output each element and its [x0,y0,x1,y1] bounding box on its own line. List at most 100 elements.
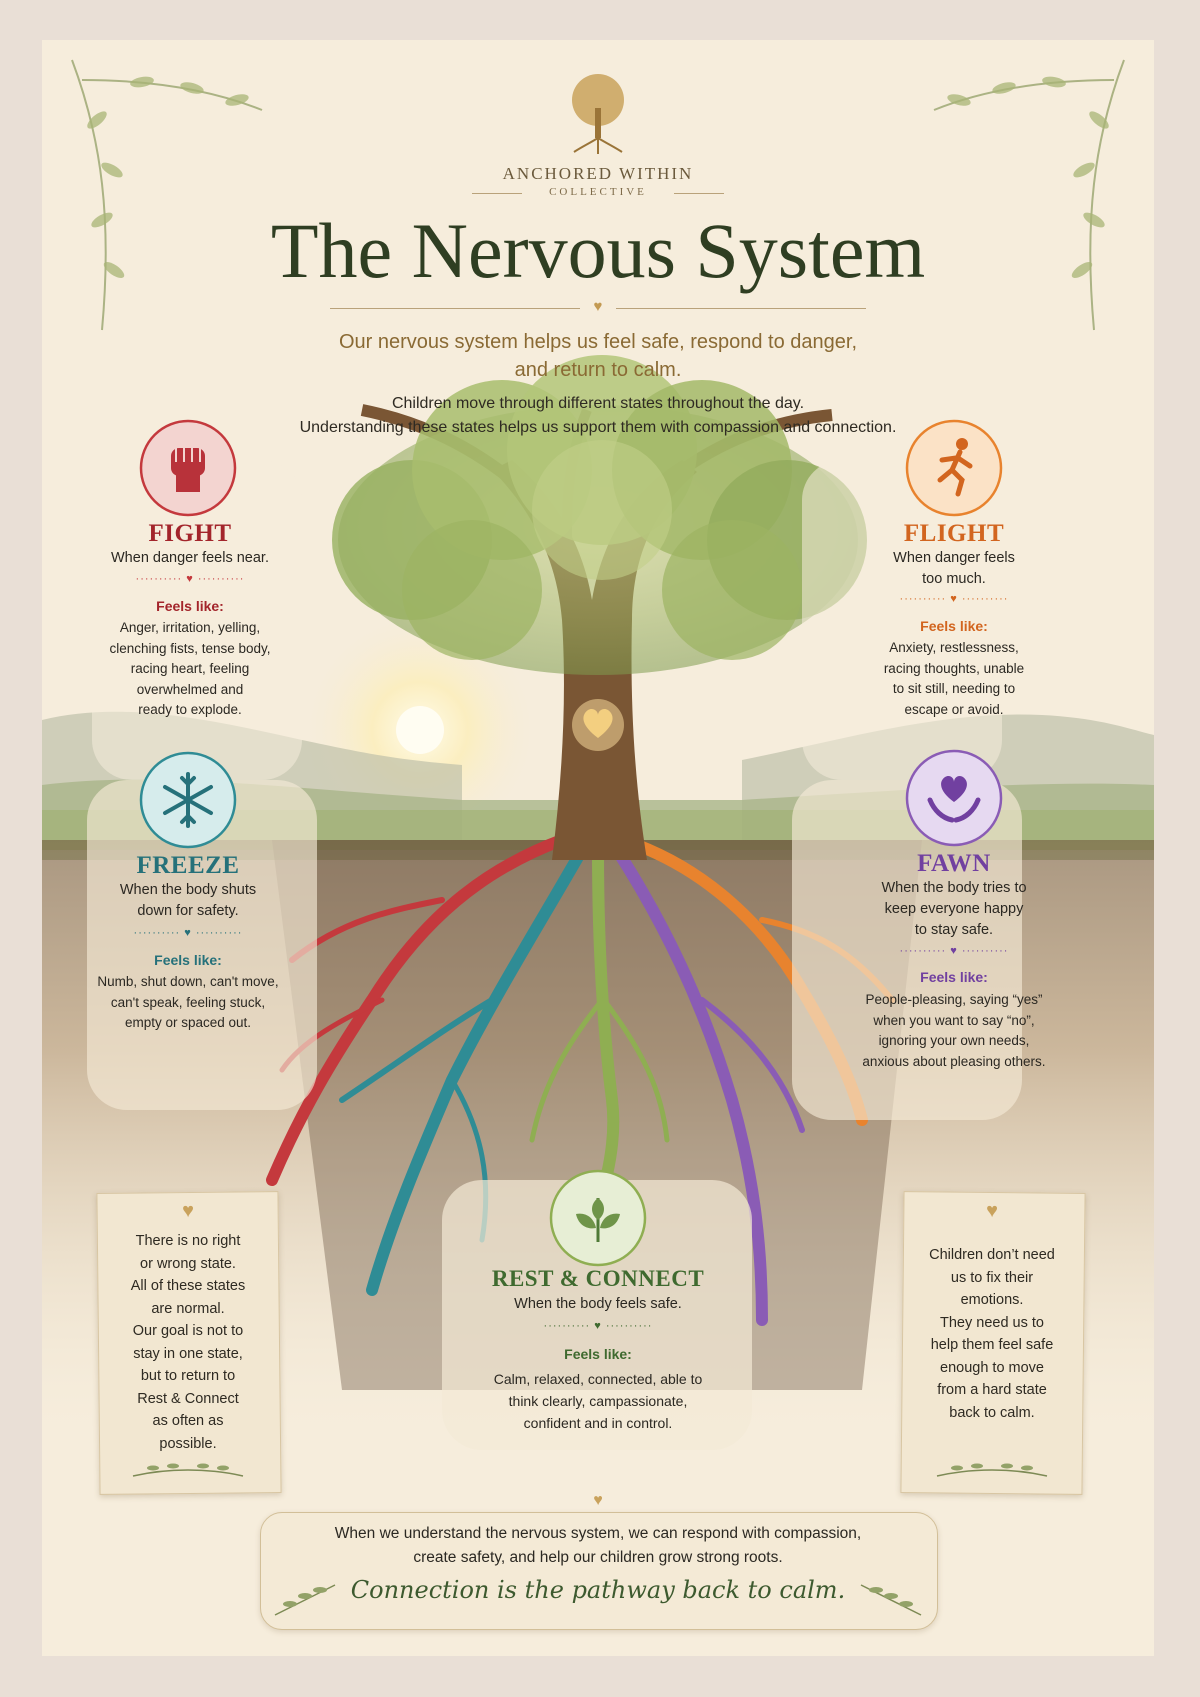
title-rule-left [330,308,580,309]
flight-divider: ·········· ♥ ·········· [899,593,1009,605]
heart-icon: ♥ [182,1200,194,1222]
note-line: or wrong state. [140,1255,236,1272]
desc-line: keep everyone happy [884,901,1024,917]
feels-line: People-pleasing, saying “yes” [865,992,1043,1007]
feels-line: when you want to say “no”, [873,1012,1035,1028]
desc-line: to stay safe. [914,922,994,938]
feels-line: anxious about pleasing others. [862,1053,1046,1069]
banner-text: When we understand the nervous system, w… [280,1522,916,1570]
feels-line: to sit still, needing to [892,681,1016,696]
flight-feels-label: Feels like: [920,618,988,634]
note-line: back to calm. [949,1404,1035,1421]
brand-rule-left [472,193,522,194]
running-person-icon [905,419,1003,517]
feels-line: Anxiety, restlessness, [889,640,1019,655]
title-rule-right [616,308,866,309]
snowflake-icon [139,751,237,849]
desc-line: too much. [922,571,986,587]
flight-feels-text: Anxiety, restlessness, racing thoughts, … [844,638,1064,720]
fight-feels-label: Feels like: [156,598,224,614]
flight-title: FLIGHT [903,520,1005,547]
note-line: from a hard state [937,1382,1047,1398]
fawn-feels-label: Feels like: [920,969,988,985]
feels-line: confident and in control. [523,1415,673,1431]
desc-line: When the body tries to [881,880,1027,896]
intro-lead: Our nervous system helps us feel safe, r… [248,328,948,384]
sprout-icon [549,1169,647,1267]
note-line: possible. [159,1435,217,1452]
note-line: Children don’t need [929,1247,1055,1263]
feels-line: think clearly, campassionate, [508,1393,688,1409]
flight-desc: When danger feels too much. [854,548,1054,590]
banner-line: create safety, and help our children gro… [413,1549,783,1566]
fight-feels-text: Anger, irritation, yelling, clenching fi… [90,618,290,721]
fight-badge [138,418,238,518]
rest-feels-label: Feels like: [564,1346,632,1362]
intro-line: Our nervous system helps us feel safe, r… [338,331,858,353]
note-line: us to fix their [950,1269,1034,1286]
desc-line: When danger feels [893,550,1015,566]
note-line: They need us to [940,1314,1044,1331]
heart-in-hands-icon [905,749,1003,847]
fawn-feels-text: People-pleasing, saying “yes” when you w… [834,990,1074,1072]
leaf-sprig-icon [860,1584,922,1616]
note-line: Rest & Connect [137,1390,239,1407]
desc-line: down for safety. [137,903,239,919]
tree-logo-icon [572,74,624,154]
tree-illustration [42,59,1154,1450]
leaf-sprig-icon [936,1463,1048,1477]
freeze-feels-label: Feels like: [154,952,222,968]
feels-line: overwhelmed and [136,681,244,697]
rest-desc: When the body feels safe. [448,1294,748,1315]
feels-line: Numb, shut down, can't move, [97,974,279,989]
rest-divider: ·········· ♥ ·········· [543,1320,653,1332]
intro-body: Children move through different states t… [218,392,978,440]
note-line: emotions. [960,1292,1024,1308]
note-line: help them feel safe [930,1337,1054,1353]
note-line: stay in one state, [133,1345,243,1362]
heart-icon: ♥ [593,298,603,315]
freeze-divider: ·········· ♥ ·········· [133,927,243,939]
feels-line: escape or avoid. [904,701,1004,717]
freeze-badge [138,750,238,850]
right-note-text: Children don’t need us to fix their emot… [902,1244,1082,1424]
intro-line: Children move through different states t… [391,395,805,412]
brand-rule-right [674,193,724,194]
freeze-title: FREEZE [136,852,240,879]
fawn-title: FAWN [917,850,991,877]
rest-feels-text: Calm, relaxed, connected, able to think … [438,1368,758,1434]
rest-badge [548,1168,648,1268]
banner-quote: Connection is the pathway back to calm. [350,1576,846,1604]
freeze-desc: When the body shuts down for safety. [88,880,288,922]
note-line: but to return to [140,1368,236,1384]
brand-sub: COLLECTIVE [549,186,647,198]
feels-line: racing thoughts, unable [883,660,1025,676]
rest-title: REST & CONNECT [491,1266,705,1291]
infographic-page: ANCHORED WITHIN COLLECTIVE The Nervous S… [42,40,1154,1656]
intro-line: and return to calm. [514,359,682,381]
raised-fist-icon [139,419,237,517]
note-line: Our goal is not to [132,1323,244,1339]
leaf-sprig-icon [132,1463,244,1477]
bottom-banner [260,1512,938,1630]
heart-icon: ♥ [986,1200,998,1222]
desc-line: When the body shuts [119,882,257,898]
desc-line: When the body feels safe. [514,1296,682,1312]
note-line: There is no right [135,1233,241,1249]
note-line: are normal. [151,1300,225,1317]
flight-badge [904,418,1004,518]
heart-icon: ♥ [593,1492,603,1509]
brand-name: ANCHORED WITHIN [502,164,694,183]
page-title: The Nervous System [270,207,926,294]
fawn-badge [904,748,1004,848]
freeze-feels-text: Numb, shut down, can't move, can't speak… [88,972,288,1034]
left-note-text: There is no right or wrong state. All of… [98,1230,278,1455]
feels-line: empty or spaced out. [124,1015,252,1030]
feels-line: clenching fists, tense body, [109,640,271,656]
feels-line: racing heart, feeling [130,661,250,676]
note-line: as often as [152,1413,224,1429]
feels-line: Anger, irritation, yelling, [119,620,261,635]
fawn-desc: When the body tries to keep everyone hap… [854,878,1054,941]
fight-divider: ·········· ♥ ·········· [135,573,245,585]
feels-line: ignoring your own needs, [878,1033,1030,1048]
